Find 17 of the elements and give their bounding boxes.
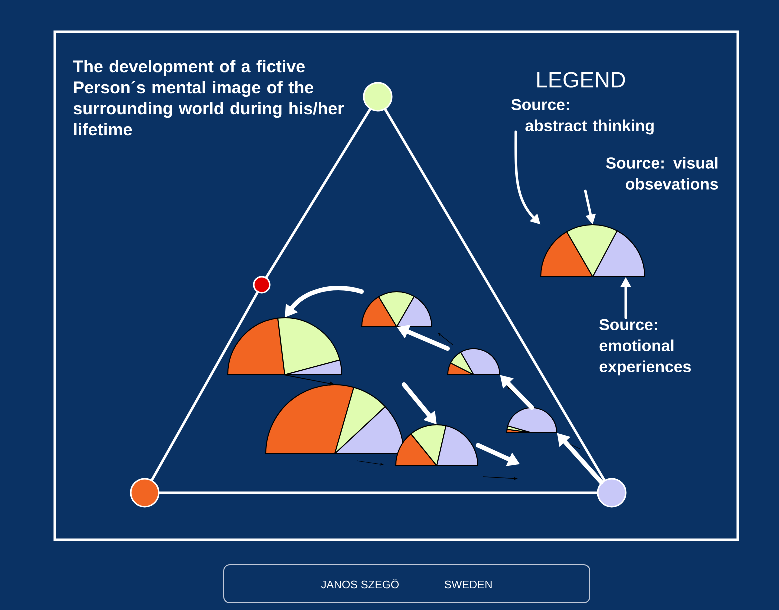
- corner-dot: [253, 276, 271, 294]
- title: The development of a fictive Person´s mental image of the surrounding world during his/her lifetime: [73, 60, 344, 136]
- source-label: Source: visual obsevations: [606, 157, 718, 190]
- corner-dot: [363, 82, 393, 112]
- source-label: Source: emotional experiences: [600, 319, 692, 376]
- pie-chart: [448, 348, 500, 376]
- pie-chart: [540, 224, 646, 278]
- pie-chart: [396, 424, 478, 466]
- corner-dot: [597, 478, 627, 508]
- pie-chart: [362, 292, 432, 328]
- footer-box: JANOS SZEGÖ SWEDEN: [224, 564, 590, 604]
- corner-dot: [130, 478, 160, 508]
- legend-heading: LEGEND: [538, 72, 626, 88]
- pie-chart: [266, 384, 404, 454]
- pie-chart: [228, 317, 342, 376]
- pie-chart: [506, 407, 558, 434]
- source-label: Source: abstract thinking: [512, 99, 654, 135]
